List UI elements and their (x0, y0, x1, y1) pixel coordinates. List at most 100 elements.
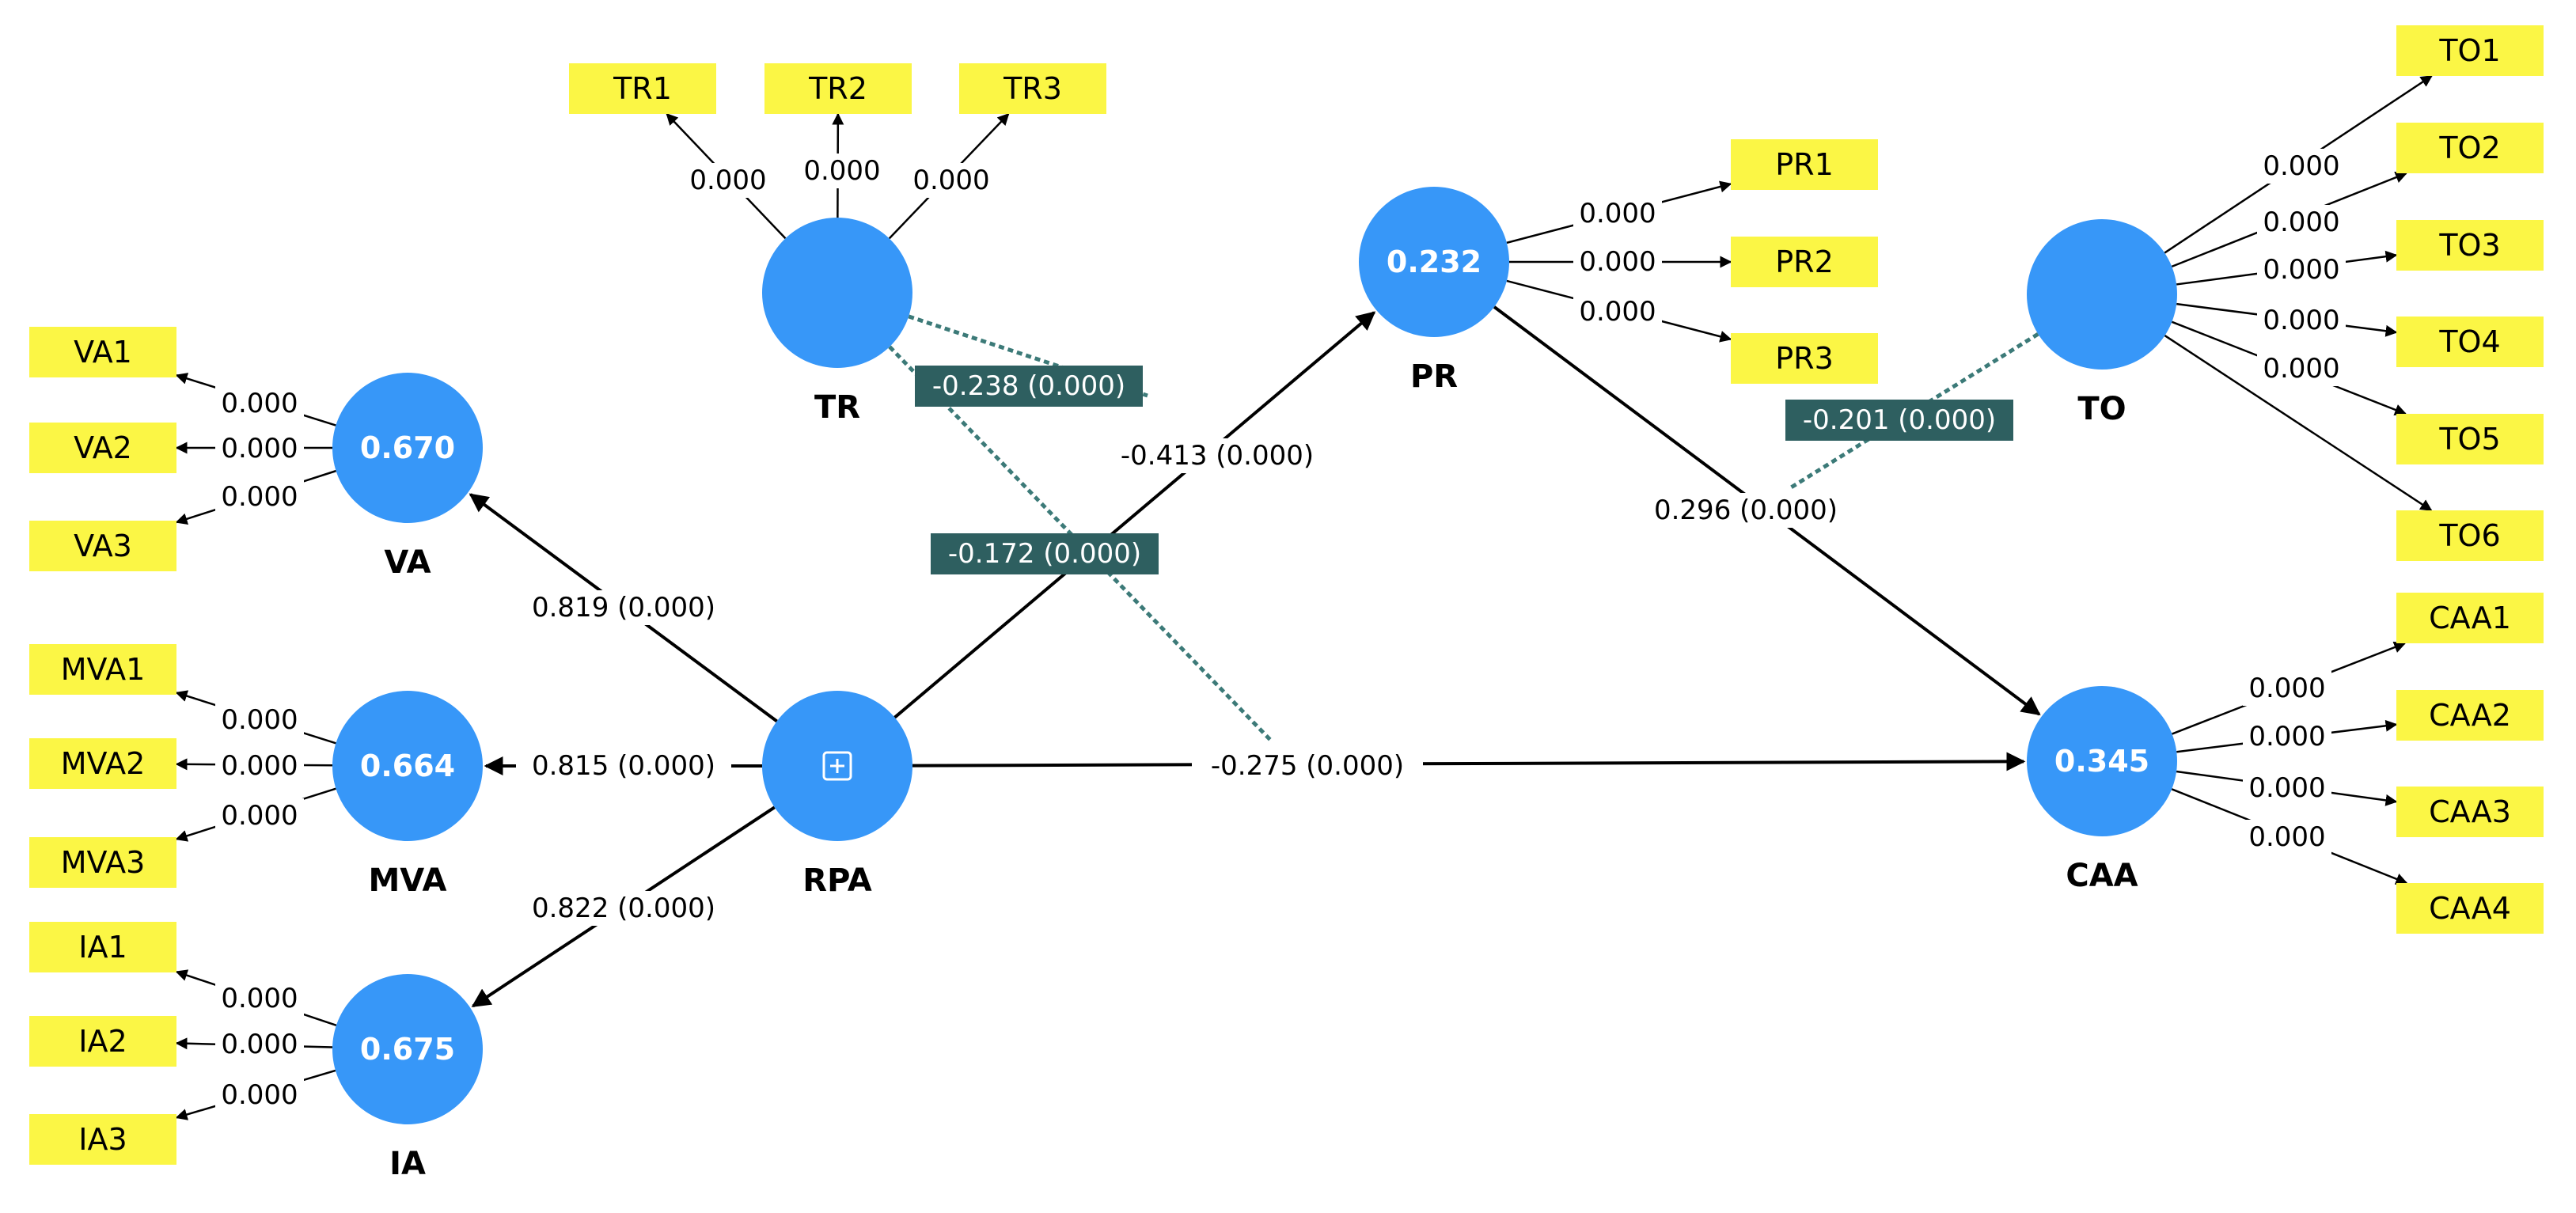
indicator-box-caa4[interactable] (2396, 883, 2544, 934)
construct-name-pr: PR (1410, 358, 1458, 395)
moderation-line-tr-rpa-caa[interactable] (888, 345, 1274, 744)
loading-value-va2-bg (215, 431, 304, 466)
moderation-coefficient-rpa-pr: -0.238 (0.000) (932, 370, 1125, 402)
indicator-label-to3: TO3 (2438, 228, 2500, 263)
indicator-label-to5: TO5 (2438, 422, 2500, 457)
indicator-label-mva3: MVA3 (61, 845, 146, 880)
construct-name-caa: CAA (2066, 858, 2138, 894)
indicator-label-to4: TO4 (2438, 324, 2500, 359)
indicator-box-va1[interactable] (29, 327, 176, 377)
loading-value-mva3-bg (215, 798, 304, 833)
indicator-box-va3[interactable] (29, 521, 176, 571)
r-squared-mva: 0.664 (360, 749, 455, 783)
loading-value-ia2-bg (215, 1027, 304, 1062)
moderation-label-bg-pr-caa (1785, 400, 2013, 441)
indicator-box-mva2[interactable] (29, 738, 176, 789)
loading-value-to1: 0.000 (2263, 150, 2339, 182)
loading-value-pr2-bg (1573, 244, 1662, 279)
path-coefficient-pr-caa: 0.296 (0.000) (1654, 495, 1838, 526)
indicator-label-ia1: IA1 (78, 930, 127, 965)
indicator-box-mva1[interactable] (29, 644, 176, 695)
indicator-box-pr2[interactable] (1731, 237, 1878, 287)
path-coefficient-rpa-ia-bg (516, 891, 731, 926)
indicator-label-tr3: TR3 (1003, 71, 1062, 106)
indicator-box-ia1[interactable] (29, 922, 176, 972)
loading-value-ia3-bg (215, 1078, 304, 1113)
path-coefficient-rpa-pr-bg (1102, 438, 1333, 473)
construct-va[interactable] (332, 373, 483, 523)
indicator-box-to1[interactable] (2396, 25, 2544, 76)
loading-value-ia2: 0.000 (221, 1029, 298, 1060)
expand-plus-icon[interactable] (822, 751, 852, 781)
construct-ia[interactable] (332, 974, 483, 1124)
path-coefficient-rpa-caa: -0.275 (0.000) (1211, 750, 1404, 782)
loading-value-to4-bg (2257, 303, 2346, 338)
indicator-box-to5[interactable] (2396, 414, 2544, 464)
construct-name-rpa: RPA (802, 862, 871, 899)
indicator-label-caa4: CAA4 (2429, 891, 2511, 926)
indicator-box-pr1[interactable] (1731, 139, 1878, 190)
loading-value-caa3: 0.000 (2248, 772, 2325, 804)
indicator-box-va2[interactable] (29, 423, 176, 473)
loading-value-tr3: 0.000 (912, 165, 989, 196)
construct-name-va: VA (384, 544, 431, 581)
indicator-label-caa3: CAA3 (2429, 794, 2511, 829)
loading-value-ia1: 0.000 (221, 983, 298, 1014)
loading-value-mva1-bg (215, 703, 304, 737)
indicator-box-to6[interactable] (2396, 510, 2544, 561)
indicator-box-ia3[interactable] (29, 1114, 176, 1165)
indicator-box-mva3[interactable] (29, 837, 176, 888)
path-coefficient-rpa-pr: -0.413 (0.000) (1121, 440, 1314, 472)
loading-value-va3: 0.000 (221, 481, 298, 513)
loading-value-caa4: 0.000 (2248, 821, 2325, 853)
indicator-box-to3[interactable] (2396, 220, 2544, 271)
construct-pr[interactable] (1359, 187, 1509, 337)
indicator-box-ia2[interactable] (29, 1016, 176, 1067)
indicator-box-to4[interactable] (2396, 317, 2544, 367)
indicator-label-ia3: IA3 (78, 1122, 127, 1157)
loading-value-caa1: 0.000 (2248, 673, 2325, 704)
loading-value-tr3-bg (907, 163, 996, 198)
indicator-box-to2[interactable] (2396, 123, 2544, 173)
indicator-box-caa2[interactable] (2396, 690, 2544, 741)
construct-caa[interactable] (2027, 686, 2177, 836)
indicator-box-tr3[interactable] (959, 63, 1106, 114)
indicator-label-to1: TO1 (2438, 33, 2500, 68)
indicator-box-caa3[interactable] (2396, 787, 2544, 837)
loading-value-to4: 0.000 (2263, 305, 2339, 336)
indicator-box-caa1[interactable] (2396, 593, 2544, 643)
construct-to[interactable] (2027, 219, 2177, 370)
moderation-label-bg-rpa-caa (931, 533, 1159, 574)
indicator-box-tr1[interactable] (569, 63, 716, 114)
path-rpa-caa[interactable] (912, 752, 2026, 771)
loading-value-pr1: 0.000 (1579, 198, 1656, 229)
path-coefficient-rpa-mva: 0.815 (0.000) (532, 750, 715, 782)
loading-value-va3-bg (215, 480, 304, 514)
loading-arrow-to6 (2164, 335, 2433, 512)
indicator-box-pr3[interactable] (1731, 333, 1878, 384)
loading-value-caa3-bg (2243, 771, 2331, 806)
construct-mva[interactable] (332, 691, 483, 841)
loading-value-tr1-bg (684, 163, 772, 198)
construct-name-tr: TR (814, 389, 860, 426)
loading-value-mva1: 0.000 (221, 704, 298, 736)
loading-value-ia1-bg (215, 981, 304, 1016)
indicator-box-tr2[interactable] (764, 63, 912, 114)
construct-name-to: TO (2077, 391, 2126, 427)
label-layer: 0.819 (0.000)0.815 (0.000)0.822 (0.000)-… (215, 149, 2346, 1113)
moderation-coefficient-rpa-caa: -0.172 (0.000) (948, 538, 1141, 570)
indicator-label-tr2: TR2 (808, 71, 867, 106)
indicator-label-caa1: CAA1 (2429, 601, 2511, 635)
construct-tr[interactable] (762, 218, 912, 368)
indicator-label-pr2: PR2 (1775, 244, 1834, 279)
path-rpa-pr[interactable] (893, 311, 1376, 719)
loading-value-caa2-bg (2243, 719, 2331, 754)
loading-value-pr2: 0.000 (1579, 246, 1656, 278)
loading-value-va2: 0.000 (221, 433, 298, 464)
loading-value-mva2-bg (215, 749, 304, 783)
r-squared-pr: 0.232 (1387, 244, 1481, 279)
loading-value-pr1-bg (1573, 196, 1662, 231)
indicator-label-ia2: IA2 (78, 1024, 127, 1059)
